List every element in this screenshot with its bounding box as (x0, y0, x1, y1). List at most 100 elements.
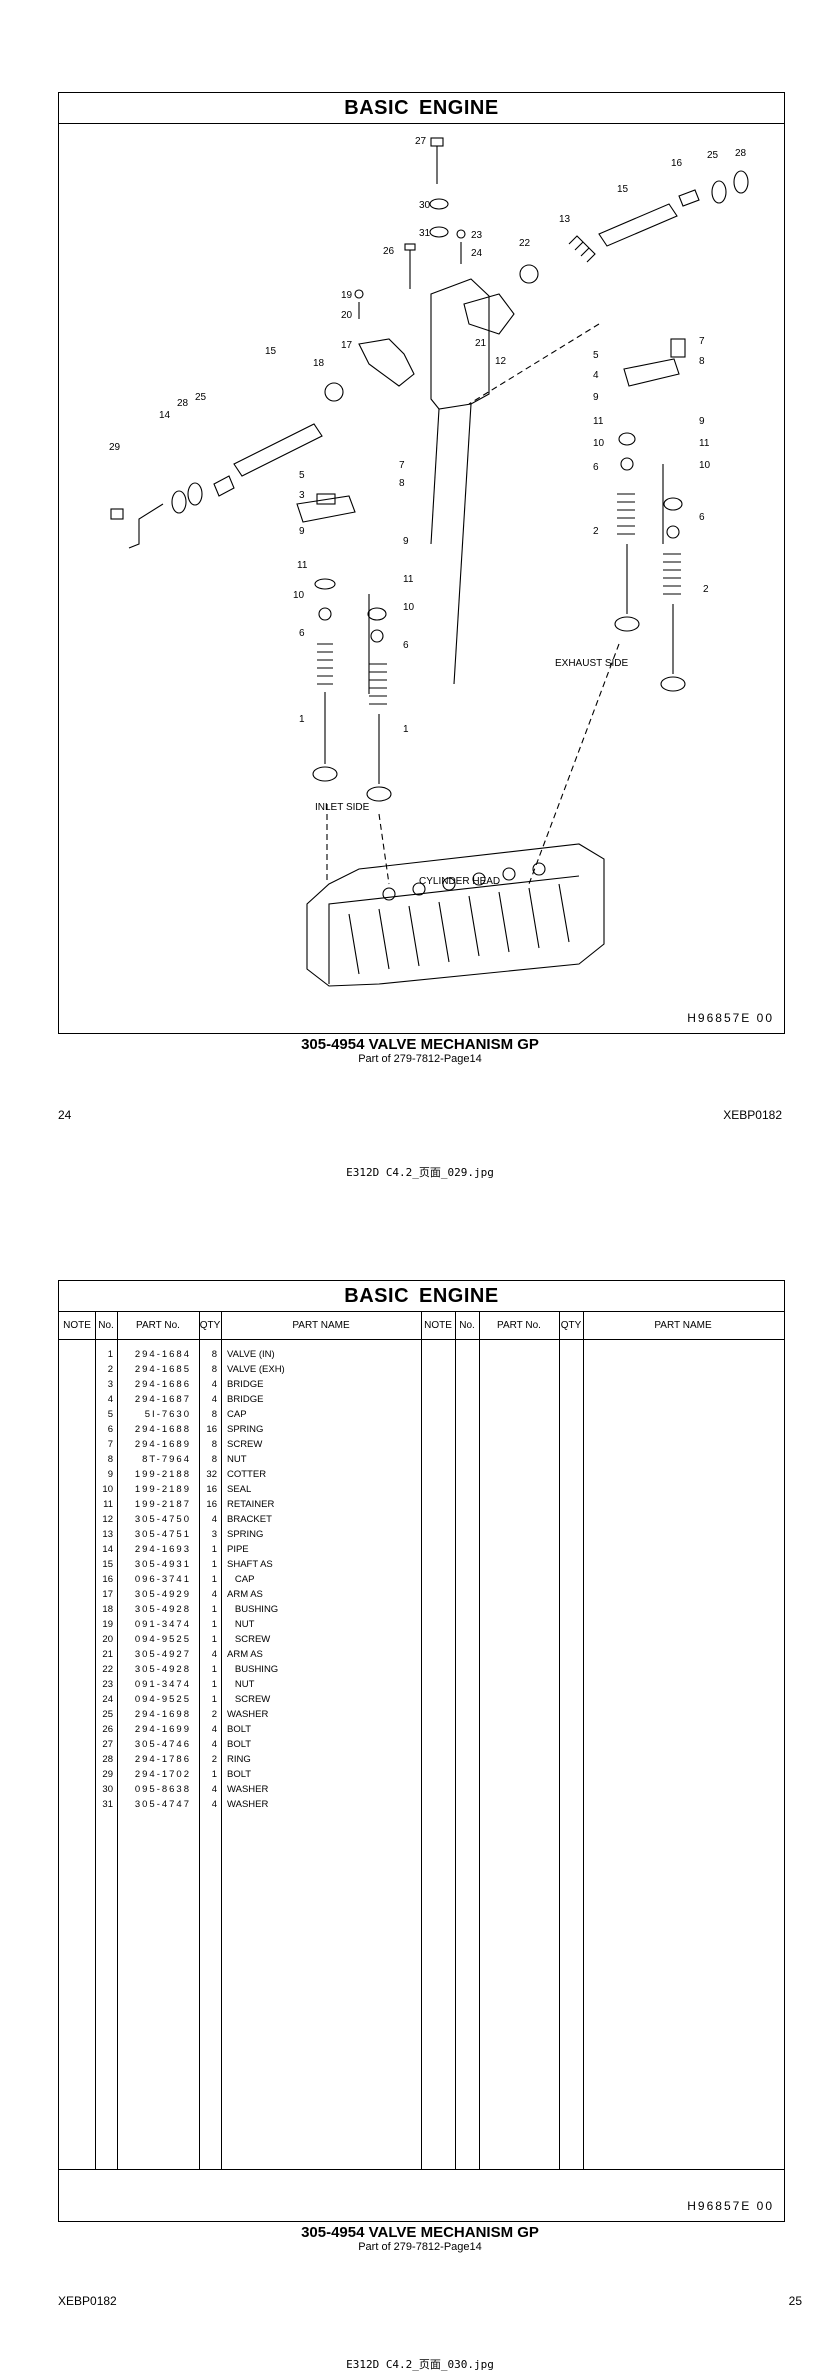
page-title: BASIC ENGINE (59, 1281, 784, 1312)
callout-10-inlet-right: 10 (403, 602, 415, 613)
callout-24: 24 (471, 248, 483, 259)
callout-28-lower: 28 (177, 398, 189, 409)
part-number: 095-8638 (134, 1784, 191, 1795)
callout-7-inlet: 7 (399, 460, 405, 471)
part-number-index: 27 (102, 1739, 113, 1750)
part-number-index: 1 (107, 1349, 113, 1360)
callout-29: 29 (109, 442, 121, 453)
part-quantity: 8 (211, 1349, 217, 1360)
callout-15-top: 15 (617, 184, 629, 195)
callout-8-exhaust: 8 (699, 356, 705, 367)
part-name: BOLT (227, 1769, 252, 1780)
part-quantity: 4 (211, 1724, 217, 1735)
callout-18: 18 (313, 358, 325, 369)
page-number: 24 (58, 1108, 72, 1122)
parts-table-frame: BASIC ENGINE NOTE No. PART No. QTY PART … (58, 1280, 785, 2222)
part-name: CAP (227, 1409, 247, 1420)
part-quantity: 8 (211, 1454, 217, 1465)
part-quantity: 3 (211, 1529, 217, 1540)
callout-10-inlet-left: 10 (293, 590, 305, 601)
part-number-index: 31 (102, 1799, 113, 1810)
callout-10-exhaust-left: 10 (593, 438, 605, 449)
callout-9-exhaust-right: 9 (699, 416, 705, 427)
part-number: 305-4928 (134, 1604, 191, 1615)
part-quantity: 1 (211, 1679, 217, 1690)
header-part-no: PART No. (136, 1319, 180, 1331)
part-name: NUT (227, 1679, 255, 1690)
part-number: 8T-7964 (142, 1454, 191, 1465)
part-name: VALVE (EXH) (227, 1364, 285, 1375)
callout-25-lower: 25 (195, 392, 207, 403)
part-quantity: 1 (211, 1544, 217, 1555)
header-no: No. (98, 1319, 114, 1331)
header-part-name: PART NAME (292, 1319, 350, 1331)
part-quantity: 16 (206, 1499, 217, 1510)
callout-8-inlet: 8 (399, 478, 405, 489)
header-qty-right: QTY (560, 1319, 582, 1331)
diagram-frame: BASIC ENGINE (58, 92, 785, 1034)
callout-11-inlet-right: 11 (403, 574, 414, 585)
part-quantity: 4 (211, 1514, 217, 1525)
callout-27: 27 (415, 136, 427, 147)
file-name: E312D C4.2_页面_030.jpg (346, 2358, 494, 2371)
part-quantity: 1 (211, 1559, 217, 1570)
diagram-code: H96857E 00 (687, 1011, 774, 1025)
part-name: SPRING (227, 1424, 264, 1435)
part-quantity: 8 (211, 1364, 217, 1375)
exhaust-side-label: EXHAUST SIDE (555, 658, 628, 669)
callout-6-exhaust-right: 6 (699, 512, 705, 523)
callout-30: 30 (419, 200, 431, 211)
callout-31: 31 (419, 228, 431, 239)
part-name: SCREW (227, 1694, 271, 1705)
part-name: BUSHING (227, 1664, 279, 1675)
part-number: 294-1689 (134, 1439, 191, 1450)
part-name: CAP (227, 1574, 255, 1585)
callout-11-exhaust-right: 11 (699, 438, 710, 449)
callout-2-exhaust-left: 2 (593, 526, 599, 537)
part-name: BRACKET (227, 1514, 272, 1525)
callout-28-top: 28 (735, 148, 747, 159)
part-number-index: 29 (102, 1769, 113, 1780)
callout-25-top: 25 (707, 150, 719, 161)
part-name: COTTER (227, 1469, 267, 1480)
header-qty: QTY (199, 1319, 221, 1331)
part-number: 294-1687 (134, 1394, 191, 1405)
callout-22: 22 (519, 238, 531, 249)
callout-26: 26 (383, 246, 395, 257)
part-number-index: 11 (103, 1499, 113, 1510)
callout-19: 19 (341, 290, 353, 301)
part-number-index: 6 (107, 1424, 113, 1435)
part-number-index: 20 (102, 1634, 113, 1645)
caption-subtitle: Part of 279-7812-Page14 (358, 2241, 482, 2253)
part-number: 5I-7630 (144, 1409, 191, 1420)
part-name: SCREW (227, 1439, 263, 1450)
callout-15-lower: 15 (265, 346, 277, 357)
part-number-index: 14 (102, 1544, 113, 1555)
part-number: 294-1684 (134, 1349, 191, 1360)
part-name: BRIDGE (227, 1379, 264, 1390)
part-name: BUSHING (227, 1604, 279, 1615)
part-quantity: 16 (206, 1484, 217, 1495)
callout-9-exhaust-left: 9 (593, 392, 599, 403)
exploded-parts-diagram: 27 30 31 26 23 24 22 13 15 16 25 28 19 2… (109, 136, 749, 987)
part-number: 091-3474 (134, 1679, 191, 1690)
callout-17: 17 (341, 340, 353, 351)
part-quantity: 2 (211, 1754, 217, 1765)
part-number-index: 9 (107, 1469, 113, 1480)
part-name: NUT (227, 1454, 247, 1465)
part-number-index: 28 (102, 1754, 113, 1765)
callout-21: 21 (475, 338, 487, 349)
caption-title: 305-4954 VALVE MECHANISM GP (301, 1036, 539, 1053)
part-quantity: 1 (211, 1664, 217, 1675)
part-number-index: 2 (107, 1364, 113, 1375)
part-number-index: 21 (102, 1649, 113, 1660)
part-number-index: 10 (102, 1484, 113, 1495)
part-number-index: 30 (102, 1784, 113, 1795)
callout-9-inlet-left: 9 (299, 526, 305, 537)
part-number: 305-4929 (134, 1589, 191, 1600)
part-quantity: 4 (211, 1739, 217, 1750)
callout-9-inlet-right: 9 (403, 536, 409, 547)
part-number: 305-4747 (134, 1799, 191, 1810)
part-quantity: 8 (211, 1409, 217, 1420)
part-quantity: 32 (206, 1469, 217, 1480)
